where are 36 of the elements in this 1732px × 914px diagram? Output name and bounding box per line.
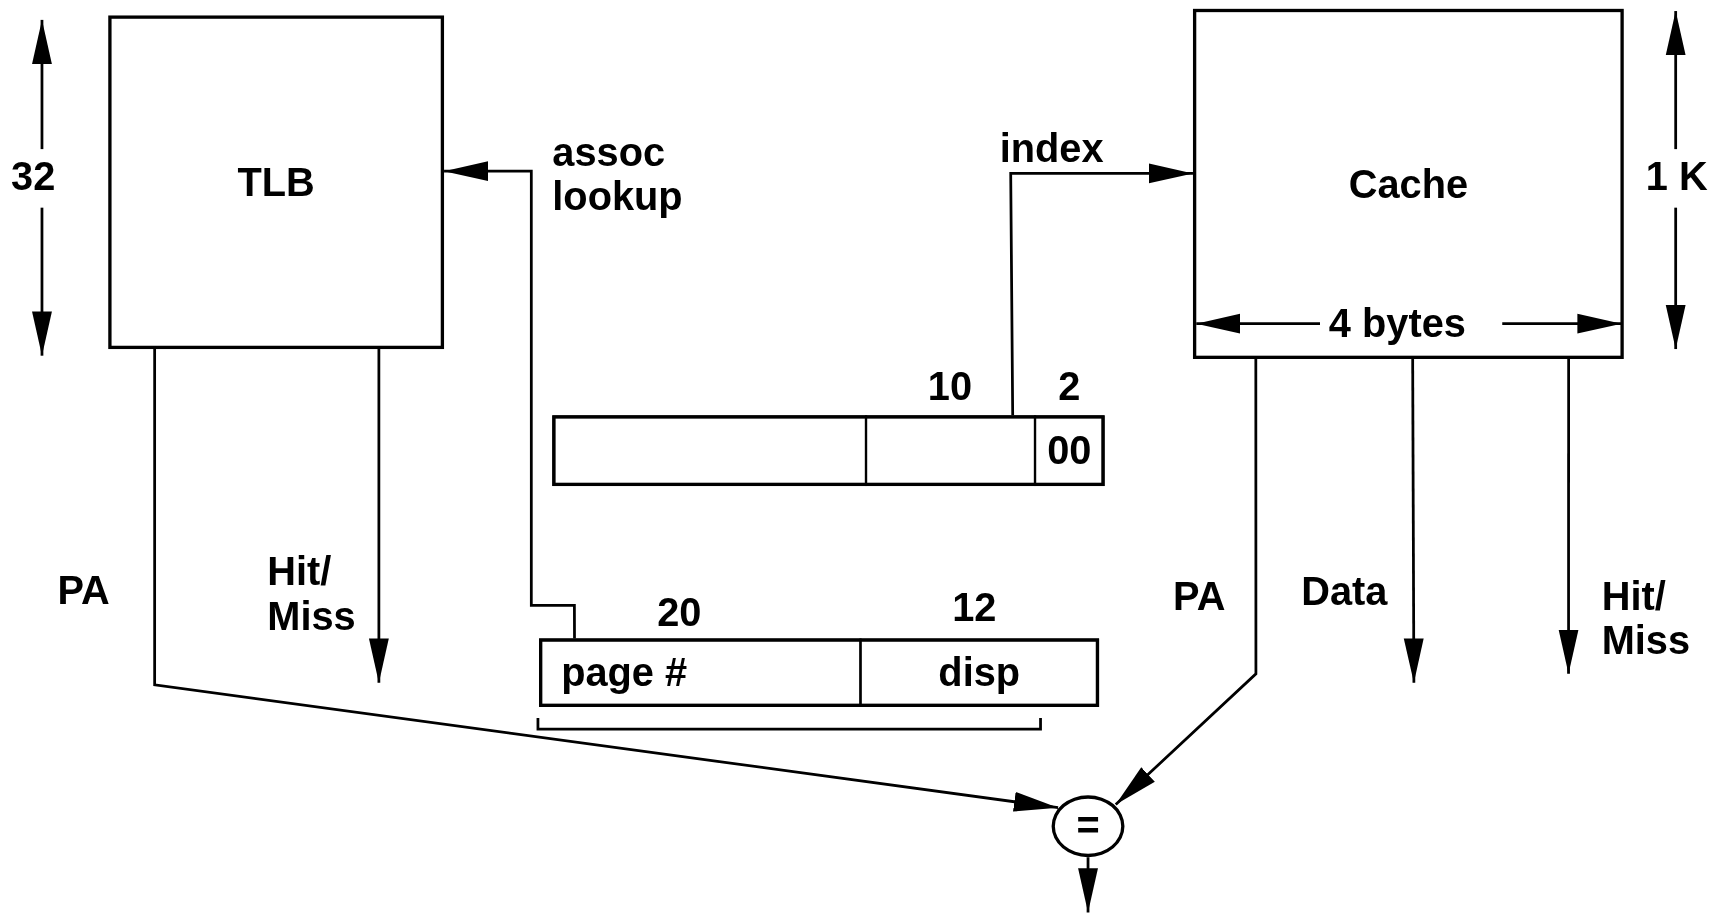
- bit-width-label: 12: [952, 585, 997, 630]
- arrow: [153, 349, 1059, 812]
- node-label: 00: [1047, 428, 1092, 473]
- register-field: [1033, 415, 1105, 486]
- comparator-circle: [1051, 795, 1125, 858]
- node-label: disp: [938, 650, 1021, 695]
- edge-label: PA: [57, 568, 111, 614]
- bit-width-label: 2: [1058, 364, 1081, 409]
- arrow: [1009, 163, 1193, 416]
- edge-label: Hit/ Miss: [267, 550, 357, 639]
- arrow: [1114, 359, 1258, 806]
- dimension-label: 1 K: [1645, 154, 1708, 199]
- node-label: page #: [561, 650, 688, 695]
- node-label: =: [1076, 804, 1100, 849]
- dimension-label: 4 bytes: [1328, 301, 1466, 346]
- arrow: [368, 349, 389, 683]
- edge-label: assoc lookup: [552, 130, 684, 219]
- arrow: [1558, 359, 1579, 674]
- edge-label: PA: [1173, 574, 1227, 619]
- arrow: [444, 161, 576, 639]
- page-number-field: [539, 638, 862, 707]
- address-register: [552, 415, 1105, 486]
- edge-label: Data: [1301, 569, 1389, 615]
- arrow: [1078, 857, 1098, 913]
- node-label: Cache: [1348, 161, 1469, 206]
- node-label: TLB: [237, 160, 315, 205]
- cache-box: [1192, 8, 1624, 359]
- arrow: [1403, 359, 1424, 683]
- dimension-label: 32: [11, 154, 56, 199]
- tlb-box: [108, 15, 445, 350]
- displacement-field: [859, 638, 1100, 707]
- bit-width-label: 20: [657, 590, 702, 636]
- edge-label: index: [999, 127, 1105, 172]
- address-register: [539, 638, 1100, 707]
- bit-width-label: 10: [927, 364, 973, 409]
- edge-label: Hit/ Miss: [1601, 574, 1692, 663]
